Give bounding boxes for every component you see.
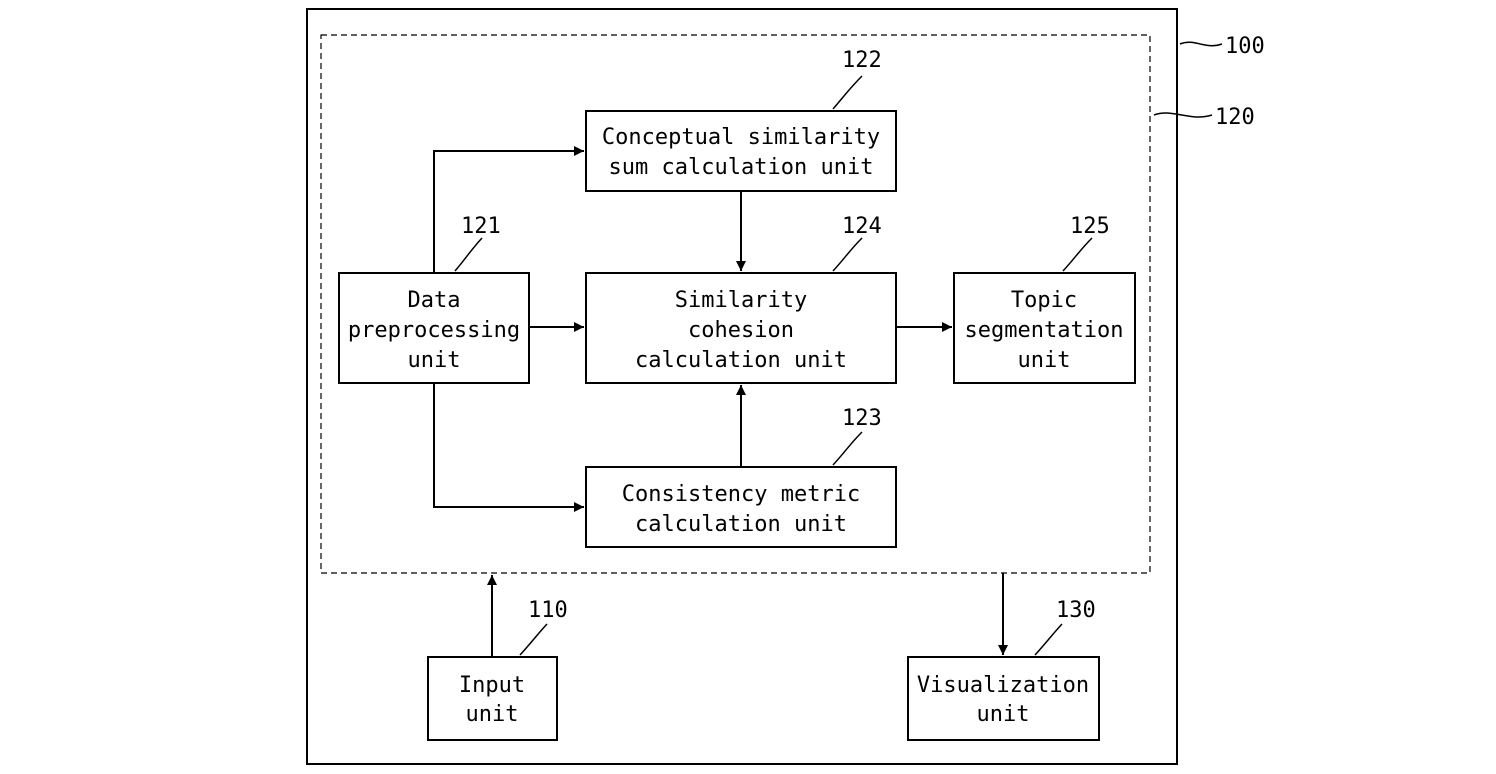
visualization-ref: 130 [1056, 598, 1096, 623]
conceptual-line-1: Conceptual similarity [602, 125, 880, 150]
cohesion-ref: 124 [842, 214, 882, 239]
topic-ref-leader [1062, 237, 1093, 272]
visualization-line-1: Visualization [917, 673, 1089, 698]
input-ref: 110 [528, 598, 568, 623]
consistency-block: Consistency metric calculation unit [585, 466, 897, 548]
consistency-line-1: Consistency metric [622, 482, 860, 507]
topic-block: Topic segmentation unit [953, 272, 1136, 384]
topic-line-1: Topic [1011, 288, 1077, 313]
system-ref-leader [1179, 41, 1223, 47]
cohesion-line-1: Similarity [675, 288, 807, 313]
processor-boundary [320, 34, 1151, 574]
preprocessing-ref: 121 [461, 214, 501, 239]
input-line-1: Input [459, 673, 525, 698]
conceptual-line-2: sum calculation unit [609, 155, 874, 180]
topic-ref: 125 [1070, 214, 1110, 239]
preprocessing-line-2: preprocessing [348, 318, 520, 343]
conceptual-ref-leader [832, 75, 863, 110]
topic-line-3: unit [1018, 348, 1071, 373]
input-ref-leader [519, 623, 548, 656]
visualization-block: Visualization unit [907, 656, 1100, 741]
system-ref: 100 [1225, 34, 1265, 59]
preprocessing-block: Data preprocessing unit [338, 272, 530, 384]
preprocessing-line-3: unit [408, 348, 461, 373]
system-boundary [306, 8, 1178, 765]
cohesion-line-3: calculation unit [635, 348, 847, 373]
consistency-ref-leader [832, 431, 863, 466]
arrow-preprocessing-to-conceptual [433, 146, 584, 273]
cohesion-ref-leader [832, 237, 863, 272]
visualization-ref-leader [1034, 623, 1063, 656]
consistency-ref: 123 [842, 406, 882, 431]
processor-ref: 120 [1215, 105, 1255, 130]
cohesion-block: Similarity cohesion calculation unit [585, 272, 897, 384]
processor-ref-leader [1153, 112, 1213, 118]
topic-line-2: segmentation [965, 318, 1124, 343]
conceptual-ref: 122 [842, 48, 882, 73]
input-line-2: unit [466, 702, 519, 727]
preprocessing-line-1: Data [408, 288, 461, 313]
cohesion-line-2: cohesion [688, 318, 794, 343]
arrow-preprocessing-to-consistency [433, 383, 584, 512]
conceptual-similarity-block: Conceptual similarity sum calculation un… [585, 110, 897, 192]
consistency-line-2: calculation unit [635, 512, 847, 537]
preprocessing-ref-leader [454, 237, 483, 272]
visualization-line-2: unit [977, 702, 1030, 727]
input-block: Input unit [427, 656, 558, 741]
